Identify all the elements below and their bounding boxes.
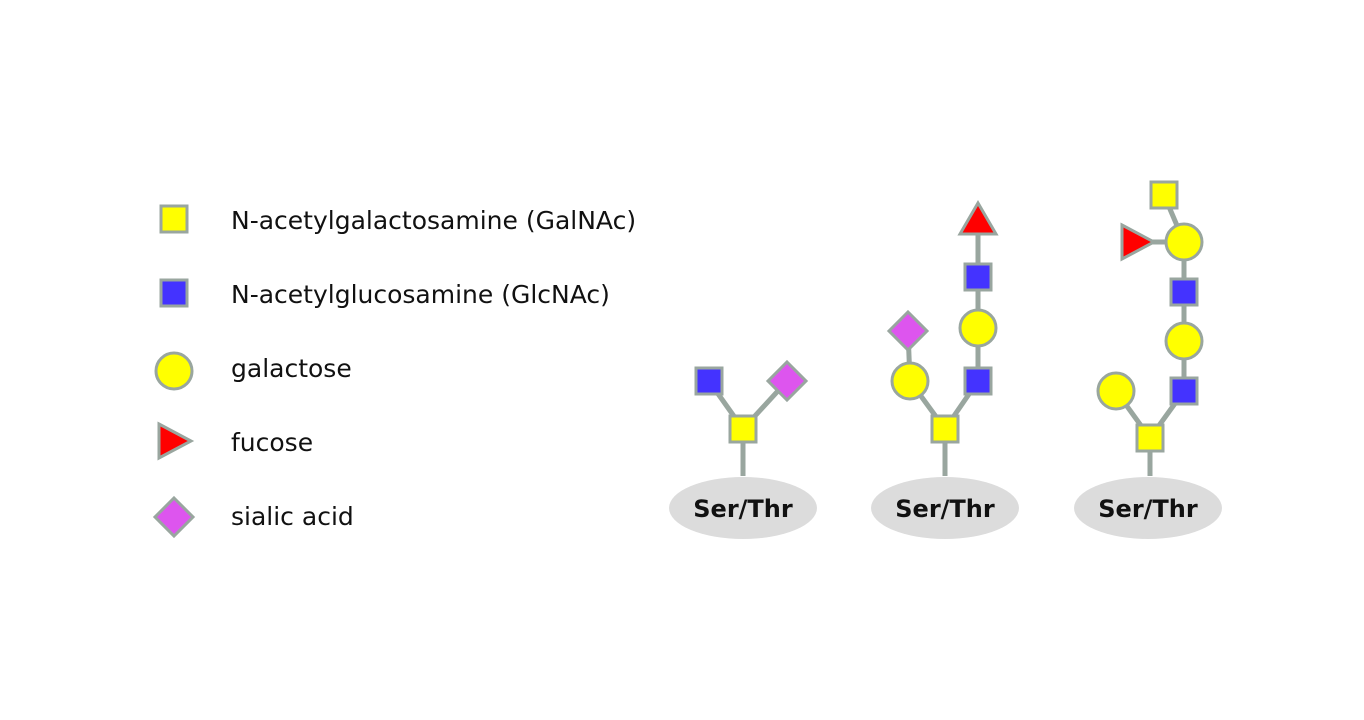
ser-thr-anchor: [871, 477, 1019, 539]
legend-label-fucose: fucose: [231, 428, 314, 457]
galnac-square-icon: [1149, 180, 1179, 210]
ser-thr-label: Ser/Thr: [895, 495, 995, 523]
legend-label-galnac: N-acetylgalactosamine (GalNAc): [231, 206, 637, 235]
glcnac-square-icon: [963, 366, 993, 396]
galnac-square-icon: [1135, 423, 1165, 453]
fucose-triangle-icon: [157, 421, 195, 461]
ser-thr-anchor: [1074, 477, 1222, 539]
galnac-square-icon: [728, 414, 758, 444]
ser-thr-anchor: [669, 477, 817, 539]
glcnac-square-icon: [694, 366, 724, 396]
legend-icons: [152, 204, 196, 539]
galnac-square-icon: [159, 204, 189, 234]
legend-label-sialic-acid: sialic acid: [231, 502, 354, 531]
legend-label-glcnac: N-acetylglucosamine (GlcNAc): [231, 280, 610, 309]
galactose-circle-icon: [154, 351, 194, 391]
sialic-acid-diamond-icon: [152, 495, 196, 539]
glcnac-square-icon: [1169, 376, 1199, 406]
glcnac-square-icon: [1169, 277, 1199, 307]
legend-label-galactose: galactose: [231, 354, 352, 383]
galactose-circle-icon: [958, 308, 998, 348]
galactose-circle-icon: [1096, 371, 1136, 411]
fucose-triangle-icon: [1120, 222, 1158, 262]
sialic-acid-diamond-icon: [886, 309, 930, 353]
galactose-circle-icon: [1164, 222, 1204, 262]
glycan-structure-core-1-extended: Ser/Thr: [871, 200, 1019, 539]
glycan-structure-blood-group-antigen: Ser/Thr: [1074, 180, 1222, 539]
glcnac-square-icon: [963, 262, 993, 292]
galnac-square-icon: [930, 414, 960, 444]
ser-thr-label: Ser/Thr: [1098, 495, 1198, 523]
glycan-structures: Ser/Thr Ser/Thr Ser/Thr: [669, 180, 1222, 539]
sialic-acid-diamond-icon: [765, 359, 809, 403]
ser-thr-label: Ser/Thr: [693, 495, 793, 523]
galactose-circle-icon: [1164, 321, 1204, 361]
fucose-triangle-icon: [957, 200, 999, 236]
glcnac-square-icon: [159, 278, 189, 308]
galactose-circle-icon: [890, 361, 930, 401]
glycan-structure-core-2-sialylated: Ser/Thr: [669, 359, 817, 539]
